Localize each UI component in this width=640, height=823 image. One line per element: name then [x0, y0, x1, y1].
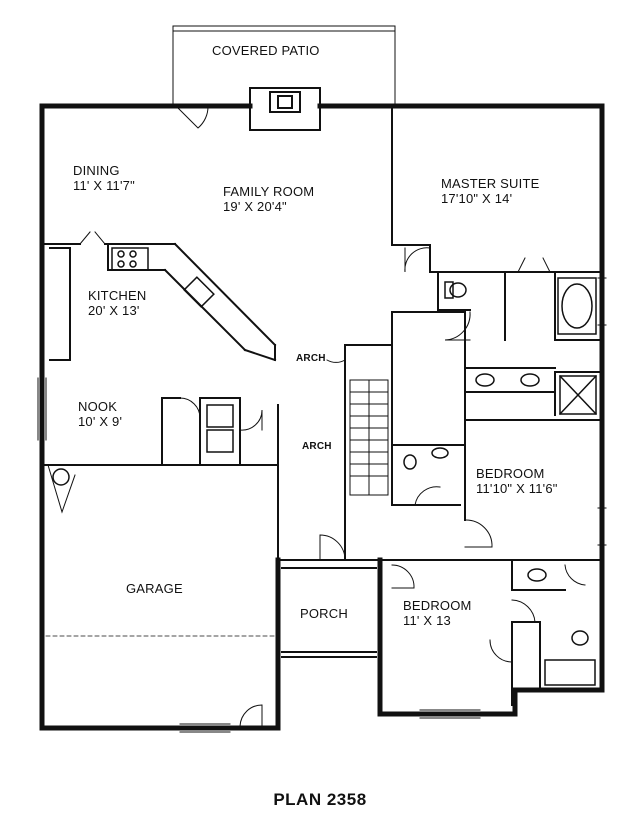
bedroom-3-name: BEDROOM	[403, 598, 472, 613]
dining-name: DINING	[73, 163, 120, 178]
bedroom-2-dimensions: 11'10" X 11'6"	[476, 481, 558, 496]
windows	[37, 277, 607, 733]
master-suite-name: MASTER SUITE	[441, 176, 540, 191]
nook-name: NOOK	[78, 399, 118, 414]
bedroom-2-label: BEDROOM 11'10" X 11'6"	[476, 466, 558, 496]
interior-walls	[43, 105, 601, 706]
covered-patio-outline	[172, 25, 396, 105]
bedroom-2-name: BEDROOM	[476, 466, 545, 481]
stairs	[349, 379, 389, 496]
covered-patio-name: COVERED PATIO	[212, 43, 320, 58]
arch-label-lower: ARCH	[302, 441, 332, 452]
garage-name: GARAGE	[126, 581, 183, 596]
door-swings	[47, 105, 586, 727]
nook-dimensions: 10' X 9'	[78, 414, 123, 429]
covered-patio-label: COVERED PATIO	[212, 43, 320, 58]
fixtures	[52, 247, 598, 686]
plan-title: PLAN 2358	[273, 790, 367, 809]
bedroom-3-dimensions: 11' X 13	[403, 613, 451, 628]
nook-label: NOOK 10' X 9'	[78, 399, 122, 429]
fireplace	[249, 87, 321, 131]
family-room-name: FAMILY ROOM	[223, 184, 315, 199]
dining-label: DINING 11' X 11'7"	[73, 163, 135, 193]
master-suite-dimensions: 17'10" X 14'	[441, 191, 513, 206]
dining-dimensions: 11' X 11'7"	[73, 178, 135, 193]
porch-name: PORCH	[300, 606, 348, 621]
family-room-label: FAMILY ROOM 19' X 20'4"	[223, 184, 314, 214]
family-room-dimensions: 19' X 20'4"	[223, 199, 287, 214]
kitchen-label: KITCHEN 20' X 13'	[88, 288, 146, 318]
master-suite-label: MASTER SUITE 17'10" X 14'	[441, 176, 539, 206]
kitchen-name: KITCHEN	[88, 288, 147, 303]
arch-label-upper: ARCH	[296, 353, 326, 364]
porch-label: PORCH	[300, 606, 348, 621]
kitchen-dimensions: 20' X 13'	[88, 303, 140, 318]
garage-label: GARAGE	[126, 581, 183, 596]
exterior-walls	[39, 103, 605, 731]
bedroom-3-label: BEDROOM 11' X 13	[403, 598, 472, 628]
